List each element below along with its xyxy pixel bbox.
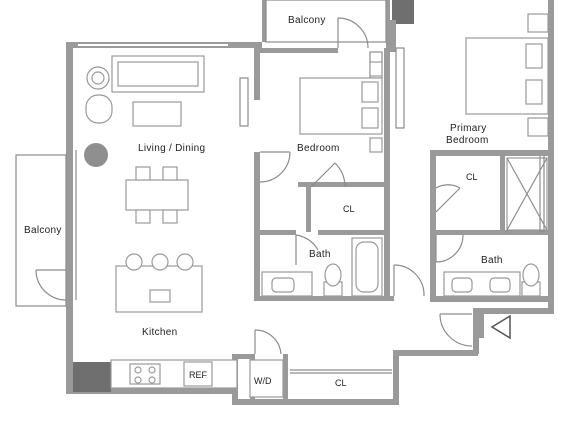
label-bath-primary: Bath — [481, 255, 503, 266]
entry-arrow-icon — [490, 314, 511, 340]
room-labels: Balcony Balcony Living / Dining Bedroom … — [24, 15, 503, 388]
doors — [35, 17, 544, 374]
label-bedroom: Bedroom — [297, 143, 340, 154]
label-primary-bedroom-2: Bedroom — [446, 135, 489, 146]
label-closet-hall: CL — [335, 378, 347, 388]
walls — [66, 0, 554, 405]
balconies — [15, 0, 387, 307]
living-furniture — [84, 55, 238, 389]
label-primary-bedroom-1: Primary — [450, 123, 487, 134]
primary-bedroom-furniture — [465, 13, 549, 137]
label-closet-primary: CL — [466, 172, 478, 182]
label-living-dining: Living / Dining — [138, 143, 205, 154]
laundry — [249, 359, 284, 398]
label-bath-bedroom: Bath — [309, 249, 331, 260]
bath-fixtures — [261, 237, 383, 297]
label-balcony-top: Balcony — [288, 15, 326, 26]
label-wd: W/D — [254, 376, 272, 386]
label-ref: REF — [189, 370, 208, 380]
label-kitchen: Kitchen — [142, 327, 177, 338]
bedroom-furniture — [299, 61, 383, 153]
label-closet-bedroom: CL — [343, 204, 355, 214]
label-balcony-left: Balcony — [24, 225, 62, 236]
primary-bath-fixtures — [443, 156, 548, 297]
